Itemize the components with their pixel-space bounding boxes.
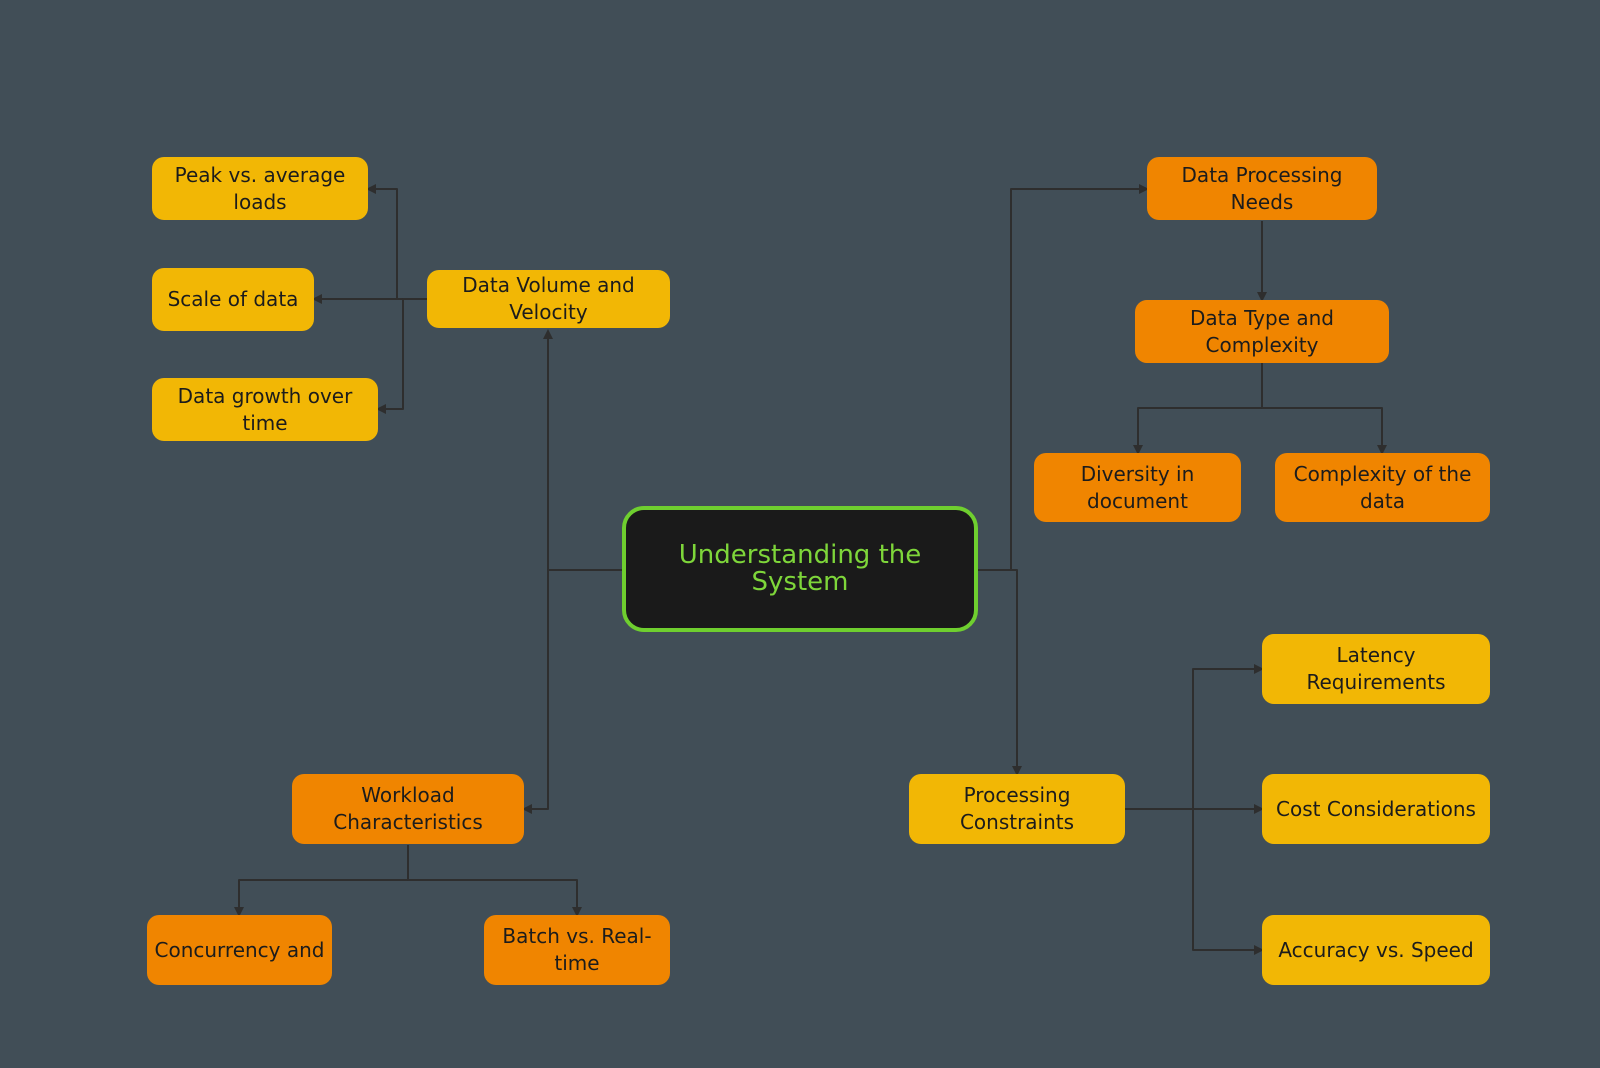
edge-root-to-constraints (978, 569, 1022, 776)
node-understanding-the-system[interactable]: Understanding the System (622, 506, 978, 632)
edge-constraints-to-accuracy (1125, 808, 1264, 955)
node-data-volume-velocity[interactable]: Data Volume and Velocity (427, 270, 670, 328)
node-peak-vs-average-loads[interactable]: Peak vs. average loads (152, 157, 368, 220)
node-cost-considerations[interactable]: Cost Considerations (1262, 774, 1490, 844)
edge-volume-to-growth (376, 298, 427, 414)
edge-root-to-workload (522, 569, 622, 814)
node-concurrency-and[interactable]: Concurrency and (147, 915, 332, 985)
node-latency-requirements[interactable]: Latency Requirements (1262, 634, 1490, 704)
edge-volume-to-peak (366, 184, 427, 300)
edge-root-to-volume (543, 329, 622, 571)
node-data-processing-needs[interactable]: Data Processing Needs (1147, 157, 1377, 220)
node-accuracy-vs-speed[interactable]: Accuracy vs. Speed (1262, 915, 1490, 985)
edge-type-to-complexity (1261, 363, 1387, 455)
node-data-type-and-complexity[interactable]: Data Type and Complexity (1135, 300, 1389, 363)
node-data-growth-over-time[interactable]: Data growth over time (152, 378, 378, 441)
node-scale-of-data[interactable]: Scale of data (152, 268, 314, 331)
node-workload-characteristics[interactable]: Workload Characteristics (292, 774, 524, 844)
edge-type-to-diversity (1133, 363, 1263, 455)
node-batch-vs-real-time[interactable]: Batch vs. Real-time (484, 915, 670, 985)
edge-workload-to-concurrency (234, 845, 409, 917)
node-processing-constraints[interactable]: Processing Constraints (909, 774, 1125, 844)
node-diversity-in-document[interactable]: Diversity in document (1034, 453, 1241, 522)
node-complexity-of-the-data[interactable]: Complexity of the data (1275, 453, 1490, 522)
edge-workload-to-batch (407, 845, 582, 917)
edge-constraints-to-latency (1125, 664, 1264, 810)
